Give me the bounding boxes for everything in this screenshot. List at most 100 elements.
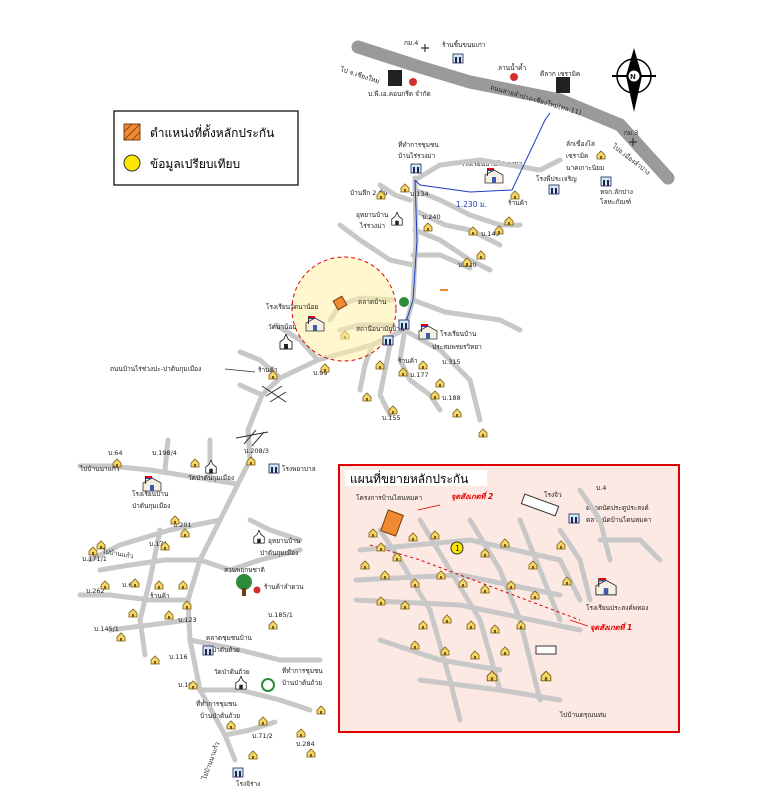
route-line xyxy=(414,112,551,193)
office-lower-label: ที่ทำการชุมชน xyxy=(196,699,237,708)
addr-71: บ.71/2 xyxy=(252,732,273,740)
inset-market-icon xyxy=(568,513,580,524)
inset-warehouse-icon xyxy=(520,493,560,517)
factory-label: ดีลาก เซรามิค xyxy=(540,70,580,78)
stadium-icon xyxy=(261,678,275,692)
inset-map: แผนที่ขยายหลักประกัน โครงการบ้านไดนหมคา … xyxy=(338,464,680,733)
temple-pak2-label: ป่าตันกุมเมือง xyxy=(260,549,298,557)
inset-point2-label: จุดสังเกตที่ 2 xyxy=(451,491,493,502)
house-depot-icon xyxy=(600,176,612,187)
wat-na-label: วัดนาน้อย xyxy=(268,323,296,331)
shop-top-label: ร้านค้า xyxy=(508,199,528,207)
north-compass-icon: N xyxy=(612,48,656,112)
school-pak-label: โรงเรียนบ้าน xyxy=(132,490,169,498)
school-pra-icon xyxy=(418,324,438,340)
school-top-label: ลักเขื่องไล่ xyxy=(566,139,595,148)
legend-comparable-label: ข้อมูลเปรียบเทียบ xyxy=(150,157,240,172)
address-labels: บ.134 บ.240 บ.149 บ.380 บ.99 บ.315 บ.177… xyxy=(82,190,500,748)
gas-station-icon xyxy=(409,78,417,86)
road-name-label: ถนนบ้านไร่ช่วงปะ-ปาต้นกุมเมือง xyxy=(110,365,201,373)
inset-warehouse-label: โรงจิว xyxy=(544,491,562,499)
health-icon xyxy=(382,335,394,346)
post-icon xyxy=(253,586,261,594)
temple-pak-label: อุทยานบ้าน xyxy=(268,537,301,545)
ceramic1-label: เซรามิค xyxy=(566,152,588,160)
km3-marker-icon xyxy=(629,138,637,146)
house2-label: บ้านลึก 2 ชั้น xyxy=(350,188,388,197)
km4-marker-icon xyxy=(421,44,429,52)
road-name-pointer xyxy=(224,368,256,373)
addr-177: บ.177 xyxy=(410,371,429,379)
addr-171b: บ.171/1 xyxy=(82,555,107,563)
addr-198: บ.198/4 xyxy=(152,449,177,457)
addr-99: บ.99 xyxy=(313,369,327,377)
office-low2-label: บ้านป่าต้นถ้วย xyxy=(282,679,322,687)
wat-low-label: วัดป่าต้นถ้วย xyxy=(214,668,250,676)
office-top2-label: บ้านไร่รวงม่า xyxy=(398,152,436,160)
addr-116: บ.116 xyxy=(169,653,188,661)
gas-label: บ.พี.เอ.คอนกรีต จำกัด xyxy=(368,90,431,98)
far-left-label: ไปบ้านนาแก้ว xyxy=(79,465,120,473)
rail-crossing-2 xyxy=(235,429,269,447)
subject-area-circle xyxy=(291,256,397,362)
wat-low-icon xyxy=(235,676,247,690)
office-mid-icon xyxy=(398,319,410,330)
office-low-label: ที่ทำการชุมชน xyxy=(282,666,323,675)
shop-left-label: ร้านค้า xyxy=(150,592,170,600)
shrine-label: ร้านชิ้นขนมเก่า xyxy=(442,40,486,49)
highway-left-label: ไป จ.เชียงใหม่ xyxy=(338,65,380,85)
inset-title: แผนที่ขยายหลักประกัน xyxy=(350,470,468,486)
legend: ตำแหน่งที่ตั้งหลักประกัน ข้อมูลเปรียบเที… xyxy=(113,110,299,186)
road-network xyxy=(77,157,563,763)
office-top-label: ที่ทำการชุมชน xyxy=(398,140,439,149)
office-lower2-label: บ้านป่าต้นถ้วย xyxy=(200,712,240,720)
inset-market-top-label: ตลาดนัดประตูประสงค์ xyxy=(586,504,649,512)
hospital-label: โรงพยาบาล xyxy=(282,465,316,473)
highway xyxy=(351,40,675,185)
legend-subject-label: ตำแหน่งที่ตั้งหลักประกัน xyxy=(150,124,274,140)
addr-171: บ.171 xyxy=(149,540,168,548)
addr-100: บ.100 xyxy=(178,681,197,689)
addr-145: บ.145/1 xyxy=(94,625,119,633)
bottom-school-icon xyxy=(232,767,244,778)
svg-text:N: N xyxy=(630,73,636,81)
school-pak-icon xyxy=(142,476,162,492)
school-pra2-label: ประสมพรยรวิทยา xyxy=(432,343,482,351)
inset-top-right-label: บ.4 xyxy=(596,484,606,492)
market-icon xyxy=(510,73,518,81)
post-label: ร้านค้าลำดวน xyxy=(264,583,304,591)
addr-64: บ.64 xyxy=(108,449,122,457)
office-top-icon xyxy=(410,163,422,174)
shop-mid-label: ร้านค้า xyxy=(398,357,418,365)
market-low-icon xyxy=(202,645,214,656)
house-icon xyxy=(596,150,606,160)
tree-mid-icon xyxy=(399,297,409,307)
wat-pak-label: วัดป่าตันกุมเมือง xyxy=(188,474,234,482)
addr-134: บ.134 xyxy=(410,190,429,198)
school-pak2-label: ป่าตันกุมเมือง xyxy=(132,502,170,510)
subject-marker xyxy=(332,295,348,311)
market-label: ลานน้ำค้ำ xyxy=(498,63,527,72)
park-label: สวนพฤกษชาติ xyxy=(224,566,265,574)
market-low-label: ตลาดชุมชนบ้าน xyxy=(206,634,252,642)
inset-comparable-number: 1 xyxy=(455,544,460,553)
inset-point1-label: จุดสังเกตที่ 1 xyxy=(590,622,632,633)
addr-155: บ.155 xyxy=(382,414,401,422)
temple-pak-icon xyxy=(253,530,265,544)
bottom-school-label: โรงจิร่าง xyxy=(236,780,260,788)
hospital-icon xyxy=(268,463,280,474)
school-ok-label: โรงพี่ประเจริญ xyxy=(536,174,577,183)
factory-right-icon xyxy=(556,77,570,93)
addr-240: บ.240 xyxy=(422,213,441,221)
house-depot2-label: โลหะภัณฑ์ xyxy=(600,198,631,206)
inset-school-label: โรงเรียนประสงค์พทอง xyxy=(586,604,648,612)
addr-262: บ.262 xyxy=(86,587,105,595)
inset-bottom-label: ไปบ้านตรุณนท่ม xyxy=(559,711,606,719)
rail-crossing-1 xyxy=(261,385,287,403)
park-trunk xyxy=(242,588,246,596)
temple-rai-label: อุทยานบ้าน xyxy=(356,211,389,219)
park-tree-icon xyxy=(236,574,252,590)
legend-comparable-swatch xyxy=(123,154,141,172)
km3-label: กม.3 xyxy=(624,129,638,137)
